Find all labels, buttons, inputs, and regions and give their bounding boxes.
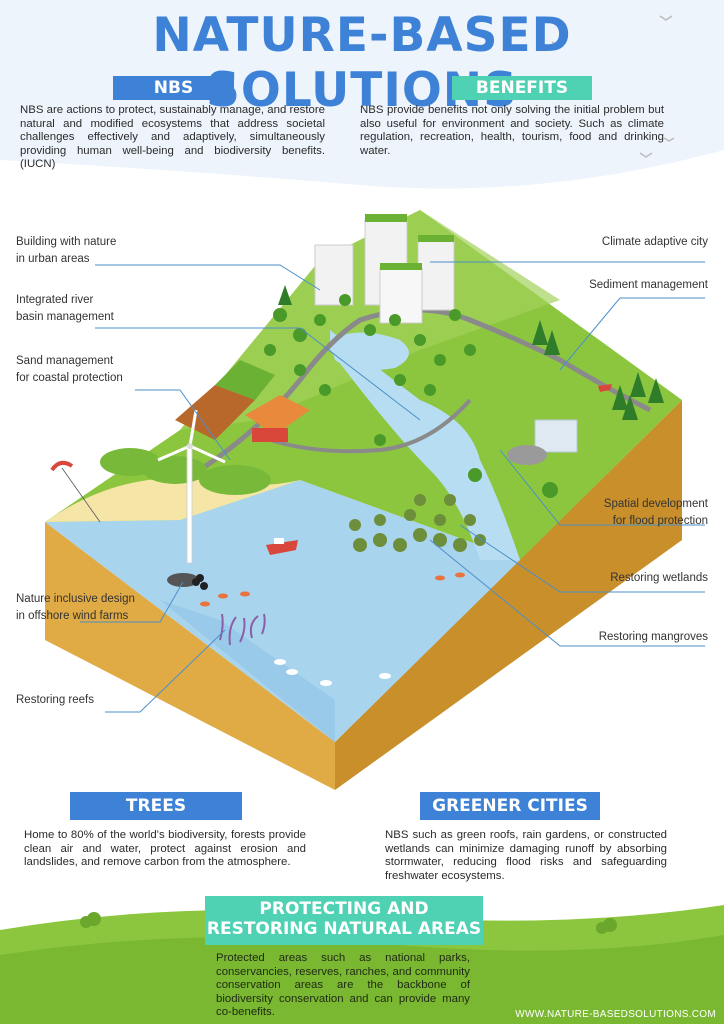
factory bbox=[534, 419, 578, 453]
protecting-heading: PROTECTING AND RESTORING NATURAL AREAS bbox=[205, 896, 483, 945]
leader-nature-inclusive bbox=[80, 581, 184, 623]
farm-field bbox=[175, 385, 255, 440]
trees-heading: TREES bbox=[70, 792, 242, 820]
label-restoring-reefs: Restoring reefs bbox=[16, 694, 94, 706]
label-building-with-nature: Building with nature in urban areas bbox=[16, 236, 117, 265]
label-mangroves: Restoring mangroves bbox=[598, 631, 708, 643]
benefits-text: NBS provide benefits not only solving th… bbox=[360, 104, 664, 157]
leader-building-with-nature bbox=[95, 264, 321, 291]
label-wetlands: Restoring wetlands bbox=[610, 572, 708, 584]
lake bbox=[330, 332, 409, 371]
soil-right-face bbox=[335, 400, 682, 790]
silo bbox=[507, 445, 547, 465]
kite bbox=[50, 460, 74, 472]
label-climate-city: Climate adaptive city bbox=[601, 236, 708, 248]
label-sediment: Sediment management bbox=[589, 279, 708, 291]
label-integrated-river: Integrated river basin management bbox=[16, 294, 114, 323]
boat bbox=[598, 384, 612, 392]
nbs-text: NBS are actions to protect, sustainably … bbox=[20, 104, 325, 171]
ship bbox=[266, 538, 298, 555]
protecting-text: Protected areas such as national parks, … bbox=[216, 952, 470, 1019]
leader-spatial bbox=[499, 449, 705, 526]
green-buildings bbox=[314, 214, 455, 324]
wind-turbine bbox=[157, 409, 226, 590]
benefits-heading: BENEFITS bbox=[452, 76, 592, 100]
leader-integrated-river bbox=[95, 327, 421, 421]
nbs-heading: NBS bbox=[113, 76, 234, 100]
leader-restoring-reefs bbox=[105, 629, 226, 713]
leader-mangroves bbox=[429, 539, 705, 647]
greener-cities-heading: GREENER CITIES bbox=[420, 792, 600, 820]
greener-cities-text: NBS such as green roofs, rain gardens, o… bbox=[385, 829, 667, 882]
leader-wetlands bbox=[459, 524, 705, 593]
trees-text: Home to 80% of the world's biodiversity,… bbox=[24, 829, 306, 869]
leader-sand-management bbox=[135, 389, 231, 461]
label-spatial: Spatial development for flood protection bbox=[603, 498, 708, 527]
footer-url[interactable]: WWW.NATURE-BASEDSOLUTIONS.COM bbox=[515, 1009, 716, 1020]
soil-left-face bbox=[45, 522, 335, 790]
label-nature-inclusive: Nature inclusive design in offshore wind… bbox=[16, 593, 135, 622]
leader-sediment bbox=[559, 297, 705, 371]
label-sand-management: Sand management for coastal protection bbox=[16, 355, 123, 384]
